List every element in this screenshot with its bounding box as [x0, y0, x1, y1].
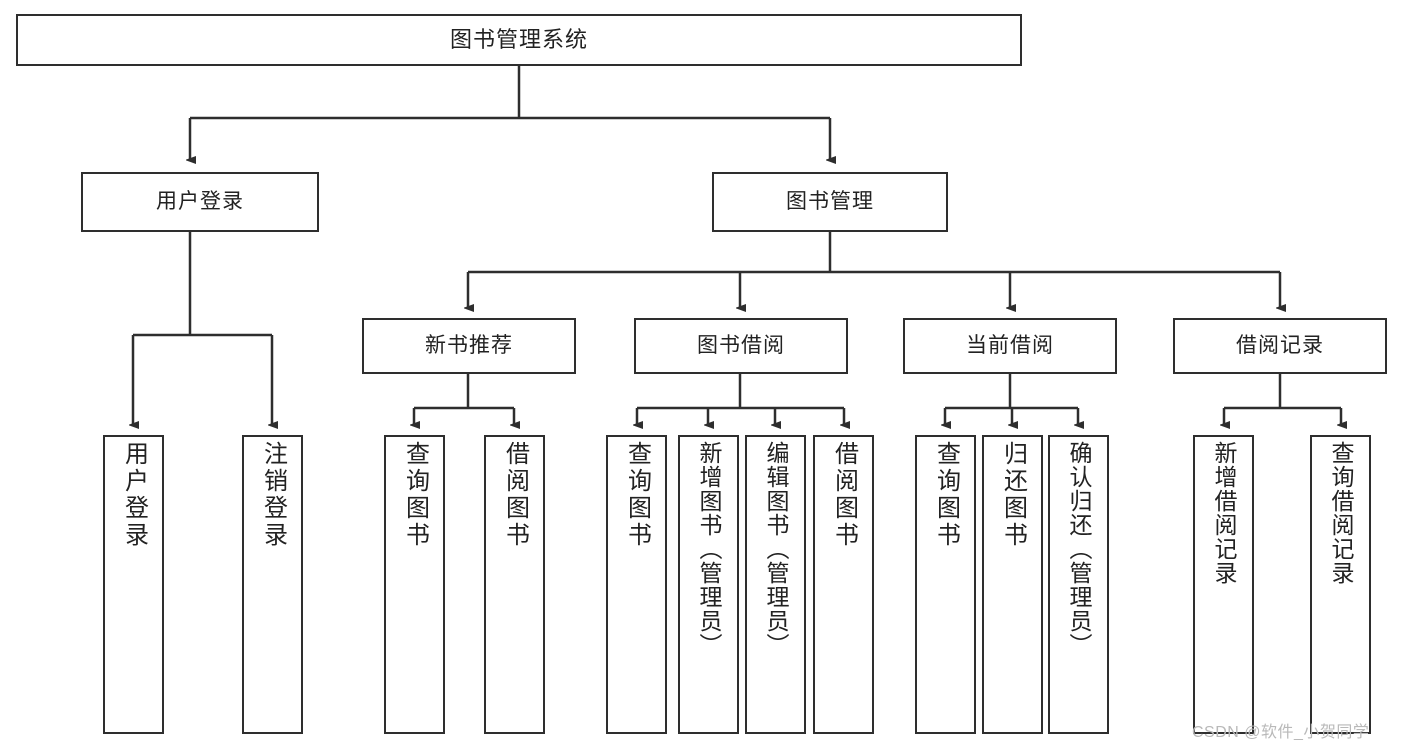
node-label: 确认归还（管理员）	[1066, 441, 1092, 657]
node-label: 查询图书	[932, 441, 960, 549]
node-label: 图书管理系统	[449, 26, 588, 52]
node-label: 图书借阅	[697, 334, 785, 358]
leaf-user-login[interactable]: 用户登录	[103, 435, 164, 734]
node-label: 归还图书	[999, 441, 1027, 549]
node-root-system[interactable]: 图书管理系统	[16, 14, 1022, 66]
node-label: 新书推荐	[425, 334, 513, 358]
node-label: 借阅记录	[1236, 334, 1324, 358]
node-book-borrow[interactable]: 图书借阅	[634, 318, 848, 374]
watermark: CSDN @软件_小贺同学	[1192, 724, 1370, 741]
leaf-query-book-borrow[interactable]: 查询图书	[606, 435, 667, 734]
node-label: 查询图书	[623, 441, 651, 549]
node-label: 查询借阅记录	[1328, 441, 1354, 585]
leaf-add-borrow-record[interactable]: 新增借阅记录	[1193, 435, 1254, 734]
node-label: 借阅图书	[501, 441, 529, 549]
node-current-borrow[interactable]: 当前借阅	[903, 318, 1117, 374]
leaf-edit-book-admin[interactable]: 编辑图书（管理员）	[745, 435, 806, 734]
node-label: 查询图书	[401, 441, 429, 549]
leaf-add-book-admin[interactable]: 新增图书（管理员）	[678, 435, 739, 734]
node-label: 借阅图书	[830, 441, 858, 549]
node-new-book-recommend[interactable]: 新书推荐	[362, 318, 576, 374]
leaf-borrow-book[interactable]: 借阅图书	[813, 435, 874, 734]
node-label: 当前借阅	[966, 334, 1054, 358]
leaf-return-book[interactable]: 归还图书	[982, 435, 1043, 734]
leaf-user-logout[interactable]: 注销登录	[242, 435, 303, 734]
node-label: 新增图书（管理员）	[696, 441, 722, 657]
leaf-query-book-recommend[interactable]: 查询图书	[384, 435, 445, 734]
node-label: 图书管理	[786, 190, 874, 214]
node-label: 注销登录	[259, 441, 287, 549]
node-label: 编辑图书（管理员）	[763, 441, 789, 657]
node-label: 用户登录	[120, 441, 148, 549]
node-label: 用户登录	[156, 190, 244, 214]
leaf-borrow-book-recommend[interactable]: 借阅图书	[484, 435, 545, 734]
leaf-query-book-current[interactable]: 查询图书	[915, 435, 976, 734]
node-borrow-record[interactable]: 借阅记录	[1173, 318, 1387, 374]
node-user-login[interactable]: 用户登录	[81, 172, 319, 232]
node-label: 新增借阅记录	[1211, 441, 1237, 585]
node-book-management[interactable]: 图书管理	[712, 172, 948, 232]
leaf-confirm-return-admin[interactable]: 确认归还（管理员）	[1048, 435, 1109, 734]
leaf-query-borrow-record[interactable]: 查询借阅记录	[1310, 435, 1371, 734]
